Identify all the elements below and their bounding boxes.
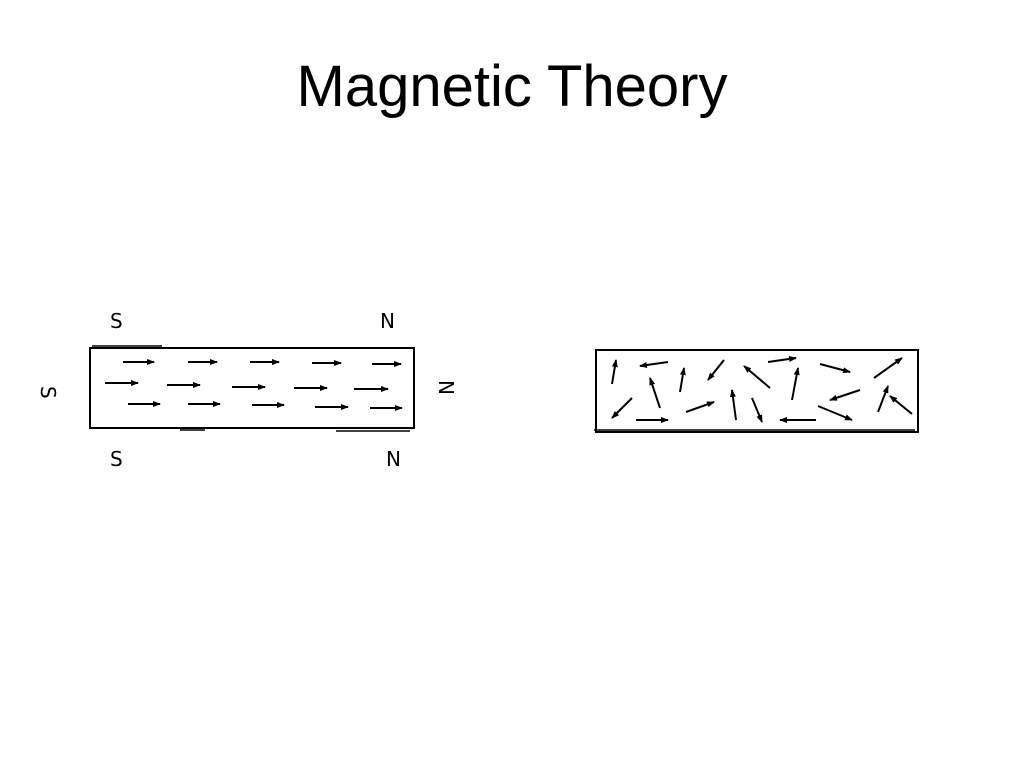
unmagnetized-bar-outline: [595, 349, 919, 433]
domain-arrow: [819, 363, 851, 374]
domain-arrow: [817, 405, 853, 421]
magnetized-bar-bottom-left-pole: S: [110, 447, 123, 471]
unmagnetized-bar: [594, 349, 919, 433]
random-domains: [611, 356, 913, 423]
aligned-domains: [105, 359, 403, 411]
magnetized-bar-right-side-pole: N: [434, 380, 458, 395]
domain-arrow: [649, 377, 661, 409]
magnetized-bar-top-left-pole: S: [110, 309, 123, 333]
domain-arrow: [639, 361, 669, 368]
magnetized-bar-outline: [89, 347, 415, 429]
domain-arrow: [685, 401, 715, 413]
magnetized-bar-left-side-pole: S: [36, 386, 60, 399]
magnetized-bar: S N S N S N: [36, 309, 458, 471]
domain-arrow: [751, 397, 763, 423]
domain-arrow: [611, 397, 633, 419]
domain-arrow: [611, 359, 618, 385]
slide-title: Magnetic Theory: [296, 54, 728, 119]
domain-arrow: [729, 389, 737, 421]
domain-arrow: [679, 367, 686, 393]
domain-arrow: [707, 359, 725, 381]
magnetized-bar-bottom-right-pole: N: [386, 447, 401, 471]
domain-arrow: [877, 385, 889, 413]
magnetized-bar-top-right-pole: N: [380, 309, 395, 333]
domain-arrow: [829, 389, 861, 401]
domain-arrow: [889, 395, 913, 415]
domain-arrow: [743, 365, 771, 389]
domain-arrow: [873, 357, 903, 379]
domain-arrow: [767, 356, 797, 363]
domain-arrow: [791, 367, 800, 401]
